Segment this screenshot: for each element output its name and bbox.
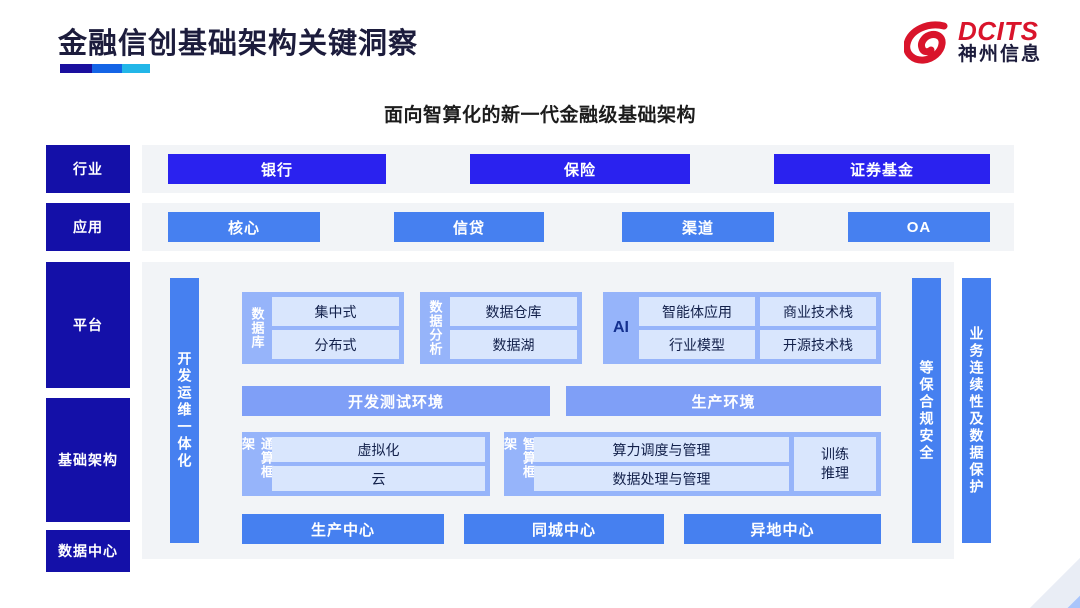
rail-item-datacenter[interactable]: 数据中心 [46,530,130,572]
page-title: 金融信创基础架构关键洞察 [58,28,419,60]
application-chip-channel[interactable]: 渠道 [622,212,774,242]
platform-panel: 开发运维一体化 等保合规安全 数据库 集中式 分布式 数据分析 数据仓库 数据湖… [142,262,954,559]
chip-industry-model[interactable]: 行业模型 [639,330,755,359]
group-general-compute-framework: 通算框架 虚拟化 云 [240,432,490,496]
env-bar-dev-test[interactable]: 开发测试环境 [242,386,550,416]
slide-header: 金融信创基础架构关键洞察 DCITS 神州信息 [0,0,1080,86]
group-database: 数据库 集中式 分布式 [242,292,404,364]
chip-commercial-tech-stack[interactable]: 商业技术栈 [760,297,876,326]
chip-data-warehouse[interactable]: 数据仓库 [450,297,577,326]
application-chip-oa[interactable]: OA [848,212,990,242]
dcits-swirl-icon [903,21,948,64]
chip-agent-application[interactable]: 智能体应用 [639,297,755,326]
vertical-bar-business-continuity[interactable]: 业务连续性及数据保护 [962,278,991,543]
brand-logo: DCITS 神州信息 [903,16,1042,66]
datacenter-bar-metro[interactable]: 同城中心 [464,514,664,544]
group-label-general-compute: 通算框架 [240,437,274,479]
chip-data-lake[interactable]: 数据湖 [450,330,577,359]
group-label-database: 数据库 [249,307,265,349]
group-label-intelligent-compute: 智算框架 [502,437,536,479]
title-accent-bar [60,64,150,73]
rail-item-industry[interactable]: 行业 [46,145,130,193]
group-label-ai: AI [613,319,629,336]
diagram-subtitle: 面向智算化的新一代金融级基础架构 [383,105,696,126]
datacenter-bar-remote[interactable]: 异地中心 [684,514,881,544]
vertical-bar-security-compliance[interactable]: 等保合规安全 [912,278,941,543]
chip-training-inference[interactable]: 训练 推理 [794,437,876,491]
chip-compute-scheduling[interactable]: 算力调度与管理 [534,437,789,462]
industry-chip-bank[interactable]: 银行 [168,154,386,184]
industry-row-panel: 银行 保险 证券基金 [142,145,1014,193]
datacenter-bar-production[interactable]: 生产中心 [242,514,444,544]
industry-chip-insurance[interactable]: 保险 [470,154,690,184]
chip-data-processing[interactable]: 数据处理与管理 [534,466,789,491]
rail-item-infrastructure[interactable]: 基础架构 [46,398,130,522]
chip-opensource-tech-stack[interactable]: 开源技术栈 [760,330,876,359]
env-bar-production[interactable]: 生产环境 [566,386,881,416]
application-chip-credit[interactable]: 信贷 [394,212,544,242]
vertical-bar-devops[interactable]: 开发运维一体化 [170,278,199,543]
rail-item-platform[interactable]: 平台 [46,262,130,388]
rail-item-application[interactable]: 应用 [46,203,130,251]
chip-centralized[interactable]: 集中式 [272,297,399,326]
industry-chip-securities-fund[interactable]: 证券基金 [774,154,990,184]
chip-distributed[interactable]: 分布式 [272,330,399,359]
logo-text-en: DCITS [957,16,1039,46]
group-label-data-analysis: 数据分析 [427,300,443,356]
group-data-analysis: 数据分析 数据仓库 数据湖 [420,292,582,364]
application-row-panel: 核心 信贷 渠道 OA [142,203,1014,251]
group-intelligent-compute-framework: 智算框架 算力调度与管理 数据处理与管理 训练 推理 [502,432,881,496]
logo-text-cn: 神州信息 [957,44,1042,66]
group-ai: AI 智能体应用 行业模型 商业技术栈 开源技术栈 [603,292,881,364]
chip-cloud[interactable]: 云 [272,466,485,491]
chip-virtualization[interactable]: 虚拟化 [272,437,485,462]
application-chip-core[interactable]: 核心 [168,212,320,242]
